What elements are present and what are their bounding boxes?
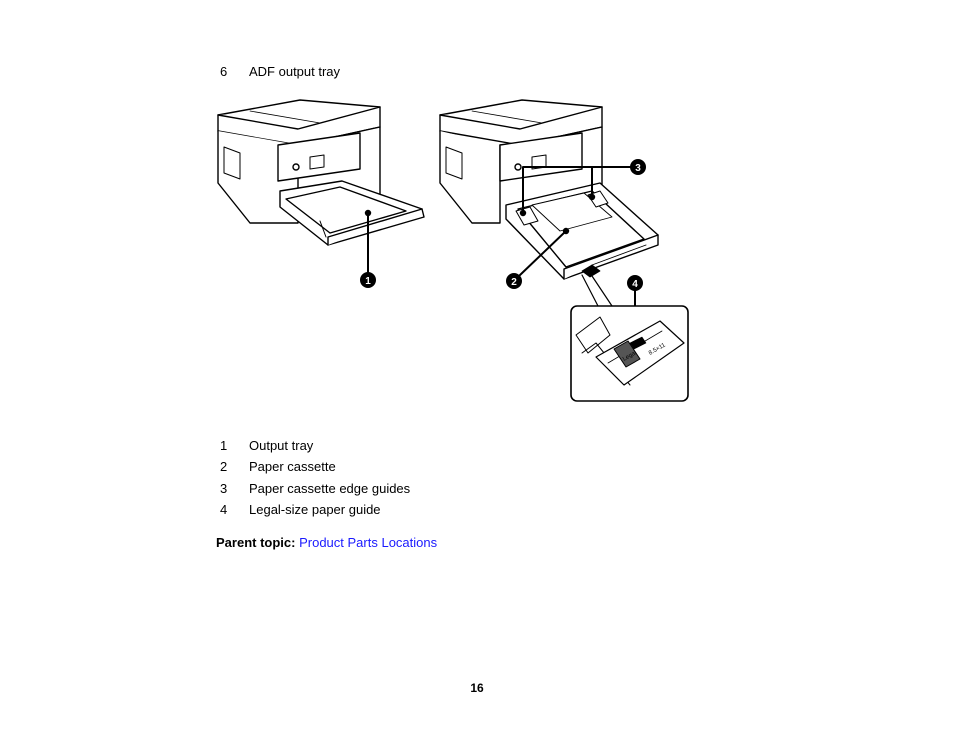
legal-guide-detail: Legal 8.5×11 <box>570 305 689 402</box>
page-number: 16 <box>470 681 484 695</box>
item-label: Paper cassette edge guides <box>249 481 411 496</box>
item-label: Output tray <box>249 438 314 453</box>
item-number: 2 <box>220 459 228 474</box>
parent-topic-label: Parent topic: <box>216 535 296 550</box>
printer-illustration: Legal 8.5×11 1 2 3 4 <box>217 99 689 402</box>
callout-1: 1 <box>365 276 371 287</box>
item-label: ADF output tray <box>249 64 341 79</box>
item-number: 4 <box>220 502 228 517</box>
parent-topic-link[interactable]: Product Parts Locations <box>299 535 438 550</box>
callout-4: 4 <box>632 279 638 290</box>
callout-3: 3 <box>635 163 641 174</box>
item-number: 3 <box>220 481 228 496</box>
callout-badge <box>360 272 376 288</box>
right-printer <box>439 99 659 280</box>
item-number: 1 <box>220 438 228 453</box>
parent-topic: Parent topic: Product Parts Locations <box>216 535 437 551</box>
item-label: Legal-size paper guide <box>249 502 381 517</box>
item-number: 6 <box>220 64 228 79</box>
left-printer <box>217 99 425 246</box>
callout-2: 2 <box>511 277 517 288</box>
item-label: Paper cassette <box>249 459 336 474</box>
